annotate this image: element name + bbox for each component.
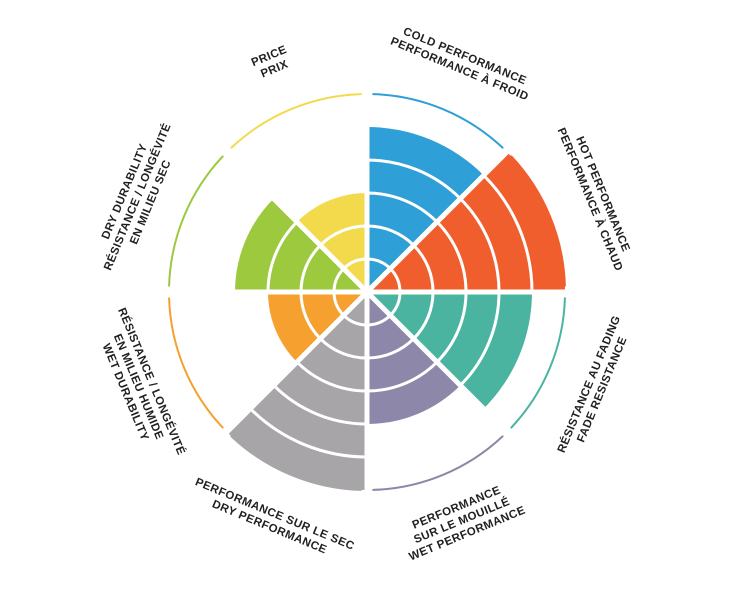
ring-divider <box>319 224 368 247</box>
ring-divider <box>366 360 439 393</box>
ring-divider <box>435 220 468 293</box>
sector-wedge-cold-performance <box>367 127 484 292</box>
ring-divider <box>299 244 322 293</box>
sector-gap-line <box>365 143 516 294</box>
sector-gap-line <box>218 143 369 294</box>
ring-divider <box>272 384 368 426</box>
scale-max-arc-dry-durability <box>168 155 224 287</box>
scale-max-arc-price <box>230 93 362 149</box>
sector-gap-line <box>218 290 369 441</box>
ring-divider <box>295 360 368 393</box>
scale-max-arc-hot-performance <box>510 155 566 287</box>
scale-max-arc-wet-durability <box>168 297 224 429</box>
sector-gap-line <box>365 290 516 441</box>
sector-wedge-fade-resistance <box>367 292 532 409</box>
sector-wedge-dry-durability <box>235 198 367 292</box>
sector-wedge-price <box>296 193 367 292</box>
sector-wedge-hot-performance <box>367 151 565 292</box>
scale-max-arc-fade-resistance <box>510 297 566 429</box>
ring-divider <box>459 197 501 293</box>
ring-divider <box>412 244 435 293</box>
ring-divider <box>366 337 415 360</box>
ring-divider <box>482 174 534 293</box>
ring-divider <box>266 220 299 293</box>
ring-divider <box>435 291 468 364</box>
scale-max-arc-dry-performance <box>230 435 362 491</box>
ring-divider <box>299 291 322 340</box>
ring-divider <box>249 407 368 459</box>
sector-wedge-wet-durability <box>268 292 367 363</box>
sector-wedge-wet-performance <box>367 292 461 424</box>
ring-divider <box>366 224 415 247</box>
ring-divider <box>319 337 368 360</box>
ring-divider <box>412 291 435 340</box>
ring-divider <box>459 291 501 387</box>
sector-wedge-dry-performance <box>226 292 367 490</box>
ring-divider <box>366 191 439 224</box>
scale-max-arc-cold-performance <box>372 93 504 149</box>
ring-divider <box>366 158 462 200</box>
scale-max-arc-wet-performance <box>372 435 504 491</box>
